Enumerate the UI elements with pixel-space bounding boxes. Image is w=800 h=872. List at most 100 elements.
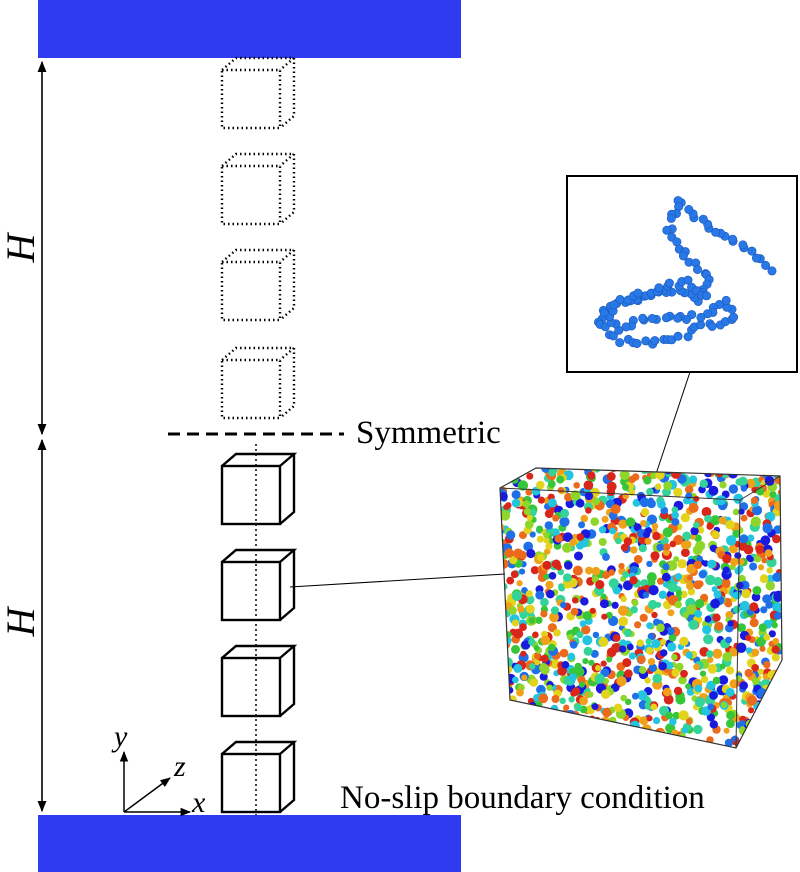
- particle-bead: [695, 599, 705, 609]
- particle-bead: [762, 523, 773, 534]
- particle-bead: [648, 663, 658, 672]
- particle-bead: [706, 713, 716, 722]
- particle-bead: [686, 746, 693, 748]
- particle-bead: [693, 560, 702, 570]
- particle-bead: [619, 724, 626, 732]
- particle-bead: [583, 646, 593, 656]
- particle-bead: [520, 738, 528, 746]
- particle-bead: [529, 678, 538, 687]
- particle-bead: [533, 644, 540, 651]
- particle-bead: [666, 626, 675, 636]
- particle-bead: [578, 681, 586, 688]
- particle-bead: [536, 535, 545, 543]
- particle-bead: [504, 548, 514, 558]
- particle-bead: [693, 663, 700, 671]
- particle-bead: [694, 684, 703, 693]
- particle-bead: [690, 526, 699, 536]
- particle-bead: [543, 532, 550, 539]
- particle-bead: [500, 650, 505, 658]
- particle-bead: [708, 485, 719, 496]
- particle-bead: [506, 530, 516, 540]
- particle-bead: [671, 506, 679, 514]
- particle-bead: [725, 636, 732, 644]
- bottom-wall: [38, 815, 461, 872]
- particle-bead: [500, 510, 511, 521]
- chain-bead: [728, 234, 738, 244]
- particle-bead: [606, 656, 613, 663]
- particle-bead: [572, 687, 581, 696]
- particle-bead: [522, 739, 533, 748]
- particle-bead: [640, 520, 647, 527]
- particle-bead: [598, 538, 607, 546]
- particle-bead: [525, 590, 533, 598]
- particle-bead: [552, 514, 560, 522]
- particle-bead: [643, 530, 651, 539]
- particle-bead: [504, 718, 514, 729]
- particle-bead: [772, 637, 780, 645]
- particle-bead: [568, 696, 575, 703]
- particle-bead: [506, 576, 515, 585]
- chain-bead: [654, 283, 664, 293]
- particle-bead: [678, 710, 689, 721]
- particle-bead: [640, 468, 649, 474]
- particle-bead: [666, 642, 677, 652]
- particle-bead: [594, 673, 605, 684]
- particle-bead: [638, 544, 647, 553]
- particle-bead: [620, 735, 630, 745]
- particle-bead: [553, 730, 563, 739]
- particle-bead: [521, 674, 528, 681]
- particle-bead: [582, 658, 589, 665]
- particle-bead: [623, 729, 630, 736]
- particle-bead: [662, 563, 670, 571]
- particle-bead: [500, 569, 504, 577]
- particle-bead: [530, 740, 537, 748]
- particle-bead: [591, 719, 601, 729]
- particle-bead: [623, 725, 631, 734]
- particle-bead: [752, 677, 760, 685]
- particle-bead: [516, 688, 524, 697]
- particle-bead: [544, 548, 551, 555]
- particle-bead: [584, 491, 594, 501]
- particle-bead: [663, 543, 671, 551]
- particle-bead: [771, 645, 780, 654]
- particle-bead: [685, 492, 693, 500]
- particle-bead: [685, 683, 692, 690]
- particle-bead: [720, 701, 728, 709]
- chain-bead: [738, 240, 748, 250]
- particle-bead: [747, 534, 755, 542]
- particle-bead: [722, 554, 732, 564]
- particle-bead: [726, 710, 735, 720]
- axis-z-label: z: [173, 750, 186, 783]
- particle-bead: [752, 586, 762, 595]
- particle-bead: [528, 616, 536, 624]
- particle-bead: [608, 578, 619, 589]
- particle-bead: [772, 686, 782, 696]
- chain-bead: [698, 214, 708, 224]
- particle-bead: [541, 723, 550, 733]
- particle-bead: [671, 729, 678, 736]
- particle-bead: [732, 529, 741, 538]
- particle-bead: [526, 472, 534, 480]
- particle-bead: [548, 468, 557, 477]
- chain-bead: [683, 275, 693, 285]
- particle-bead: [769, 695, 779, 705]
- particle-bead: [609, 527, 616, 535]
- particle-bead: [500, 523, 505, 531]
- particle-bead: [521, 730, 528, 737]
- particle-bead: [625, 730, 636, 741]
- particle-bead: [563, 573, 572, 582]
- chain-bead: [747, 246, 757, 256]
- particle-bead: [671, 668, 680, 678]
- particle-bead: [702, 560, 709, 567]
- particle-bead: [606, 647, 617, 657]
- particle-bead: [525, 488, 533, 496]
- particle-bead: [541, 741, 550, 748]
- particle-bead: [650, 703, 658, 711]
- particle-bead: [771, 734, 780, 743]
- particle-bead: [729, 679, 739, 689]
- particle-bead: [703, 634, 714, 645]
- particle-bead: [764, 702, 774, 712]
- particle-bead: [740, 485, 748, 492]
- particle-bead: [546, 684, 553, 691]
- particle-bead: [500, 596, 506, 606]
